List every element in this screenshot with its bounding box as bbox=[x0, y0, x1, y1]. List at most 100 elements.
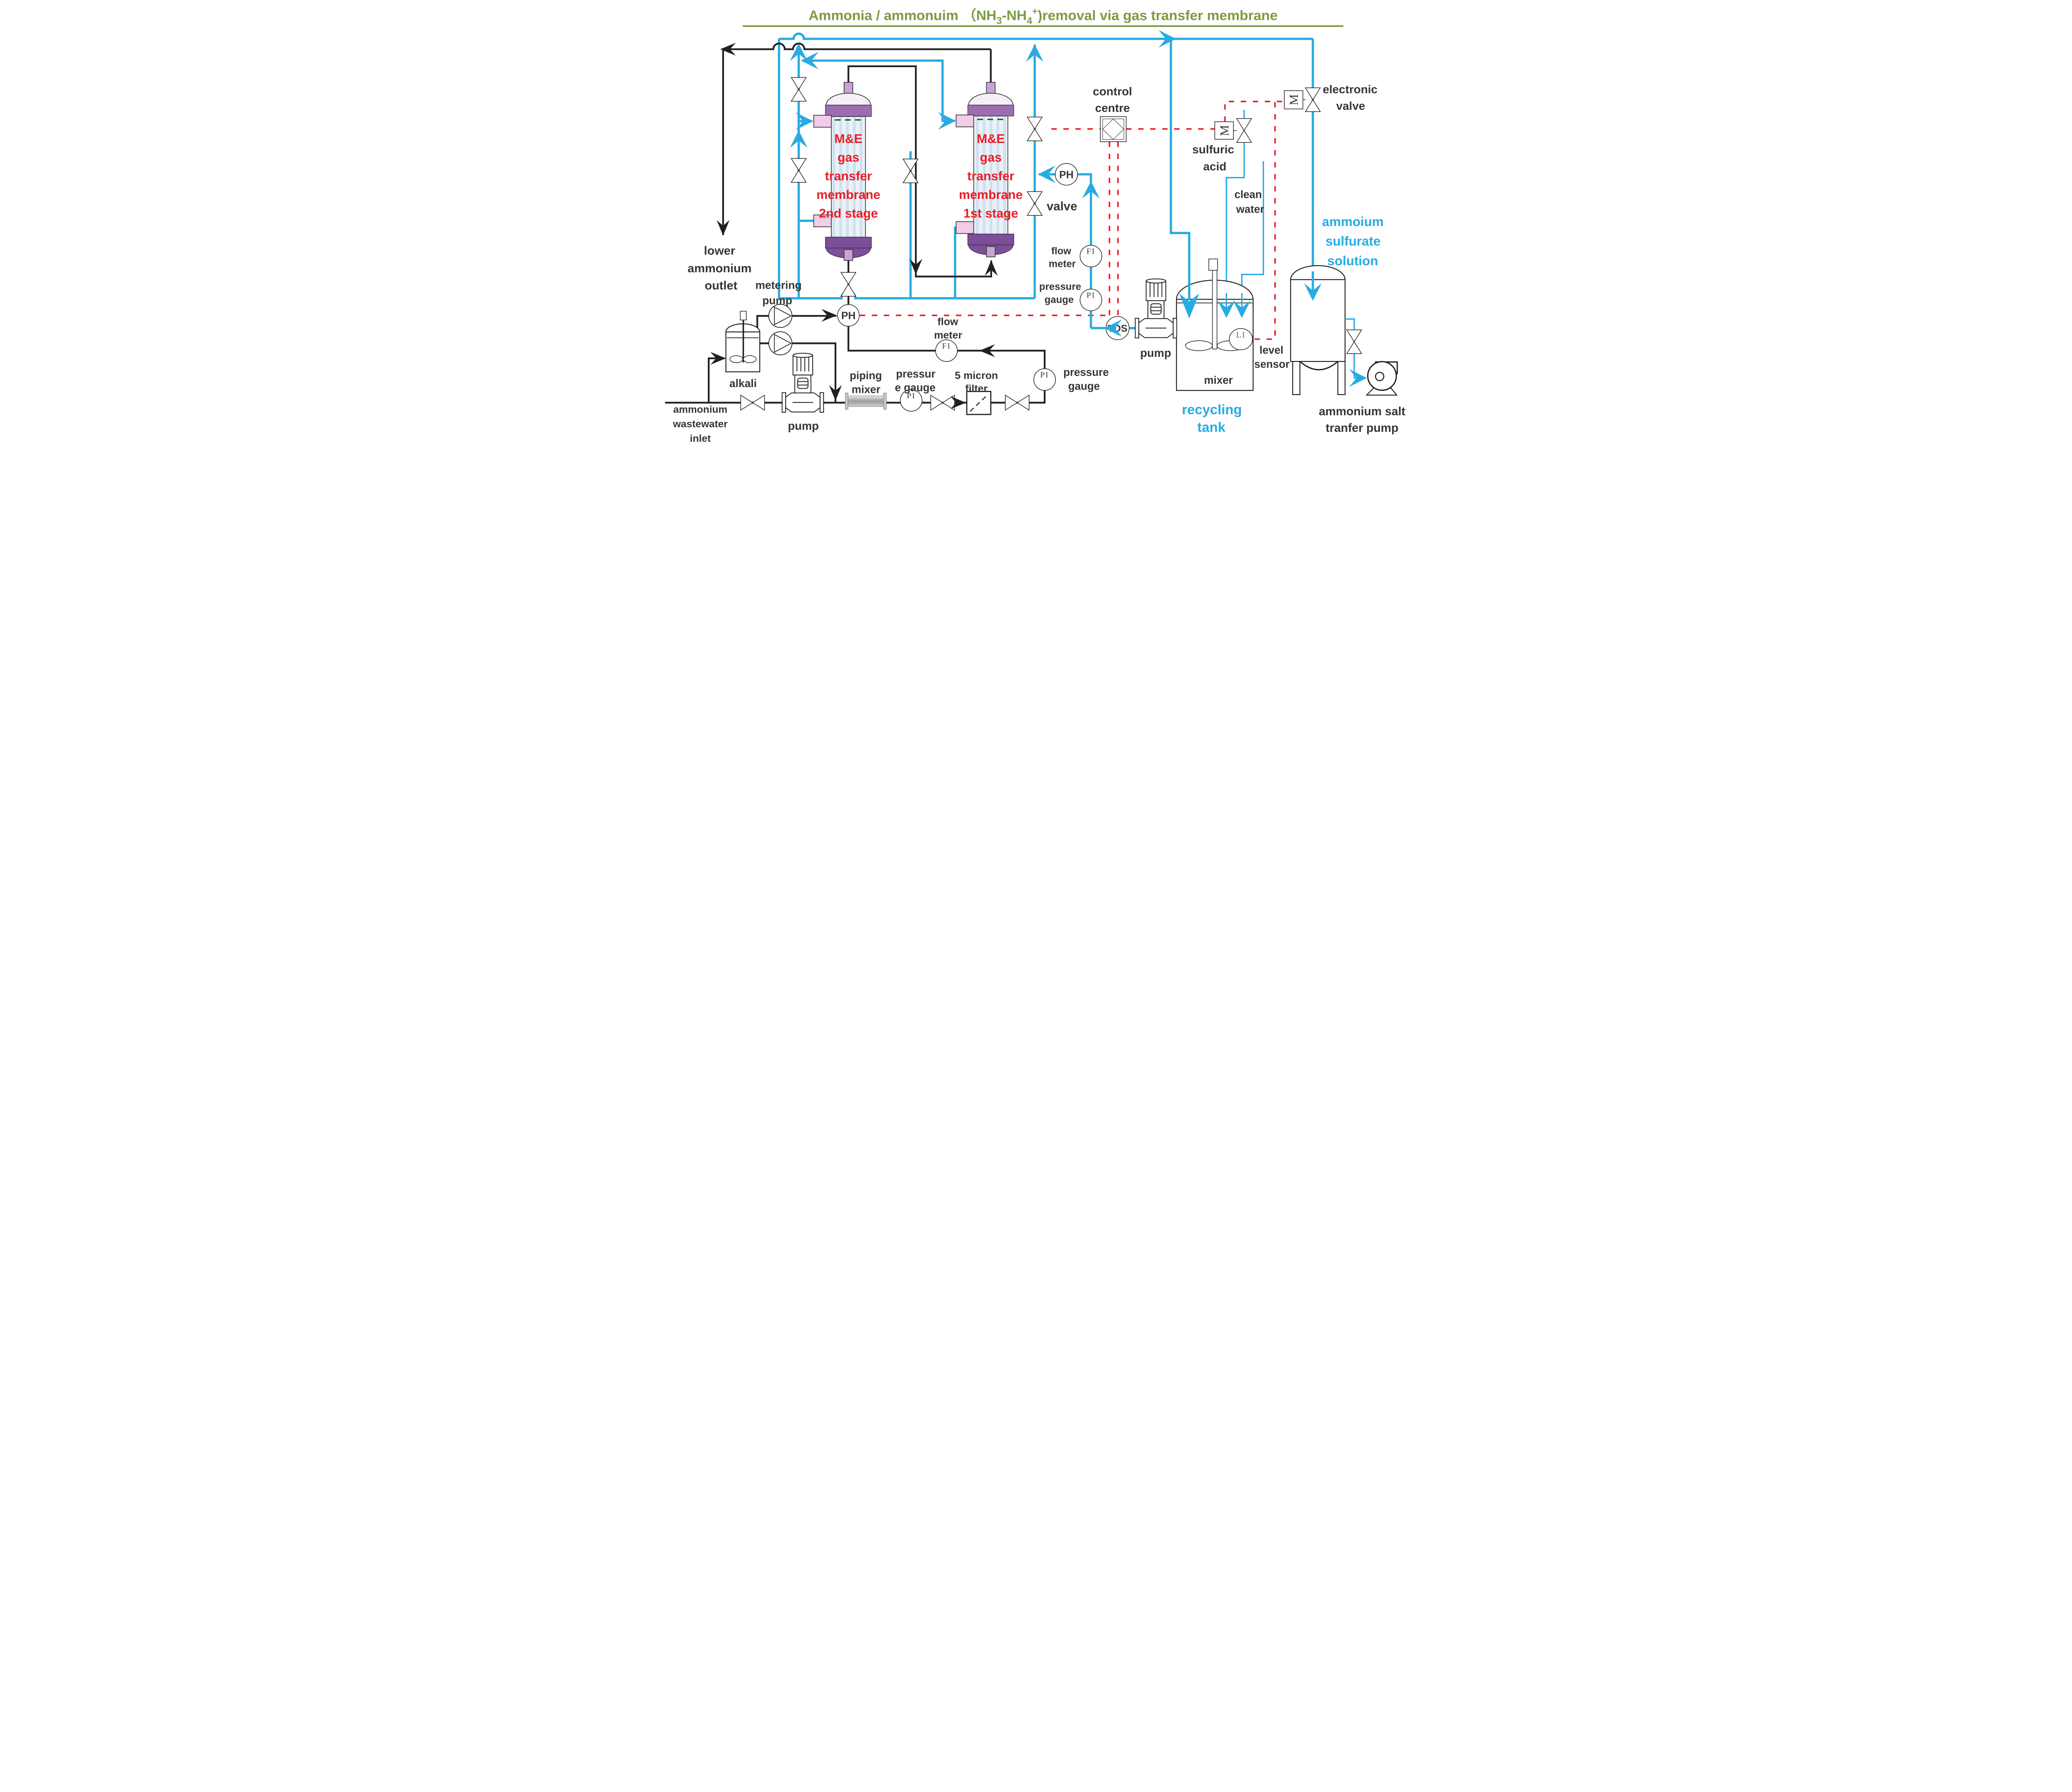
page-title: Ammonia / ammonuim （NH3-NH4+)removal via… bbox=[808, 6, 1278, 27]
stage2-caption-line3: transfer bbox=[825, 169, 872, 183]
filter-inlet-valve bbox=[930, 395, 955, 411]
electronic-m-box bbox=[1284, 90, 1303, 109]
filter-outlet-valve bbox=[1005, 395, 1030, 411]
stage2-bottom-valve bbox=[840, 272, 857, 297]
black-pipes bbox=[665, 42, 1046, 404]
flow-meter-right-tag: FI bbox=[1087, 247, 1095, 256]
stage1-caption-line5: 1st stage bbox=[963, 206, 1018, 220]
alkali-paddle-right bbox=[743, 355, 757, 363]
pressure-gauge-bottom-tag: PI bbox=[907, 392, 915, 400]
piping-mixer-body bbox=[847, 395, 884, 407]
pipe-ammonium-outlet bbox=[722, 42, 992, 235]
label-control-centre-1: control bbox=[1093, 85, 1132, 98]
membrane-column-2nd-stage bbox=[813, 82, 872, 261]
stage1-caption-line2: gas bbox=[980, 150, 1002, 165]
column1-lower-nozzle bbox=[956, 221, 974, 234]
arrow-into-salt-pump-icon bbox=[1349, 369, 1367, 387]
piping-mixer-unit bbox=[845, 392, 887, 410]
label-clean-water-1: clean bbox=[1234, 188, 1262, 201]
stage1-riser-valve-upper bbox=[1027, 116, 1043, 141]
label-piping-mixer-2: mixer bbox=[852, 383, 880, 395]
mixer-flange-left bbox=[845, 392, 848, 410]
label-valve: valve bbox=[1047, 199, 1077, 213]
label-pressure-gauge-corner-2: gauge bbox=[1068, 380, 1100, 392]
metering-pump-1 bbox=[768, 304, 792, 328]
label-level-sensor-1: level bbox=[1259, 344, 1283, 356]
column1-body bbox=[973, 116, 1009, 235]
label-metering-pump-1: metering bbox=[755, 279, 802, 291]
label-sulfuric-acid-1: sulfuric bbox=[1192, 143, 1234, 156]
mixer-paddle-left bbox=[1185, 340, 1213, 351]
column1-top-nub bbox=[986, 82, 996, 94]
labels-layer: control centre electronic valve sulfuric… bbox=[673, 83, 1406, 444]
stage1-riser-valve-lower bbox=[1027, 191, 1043, 216]
ph-dosing-circle bbox=[837, 304, 860, 327]
label-electronic-valve-2: valve bbox=[1336, 99, 1365, 112]
label-pressure-gauge-bottom-1: pressur bbox=[896, 368, 935, 380]
pressure-gauge-right-tag: PI bbox=[1087, 291, 1095, 300]
label-flow-meter-bottom-2: meter bbox=[934, 329, 962, 341]
pipe-stage1-lower-feed bbox=[954, 226, 956, 298]
tds-pump bbox=[1135, 278, 1177, 339]
column2-top-flange bbox=[825, 104, 872, 117]
sulfate-tank-dome bbox=[1290, 265, 1346, 280]
label-lower-ammonium-3: outlet bbox=[705, 279, 738, 292]
recycle-inlet-arrow-icon bbox=[1179, 293, 1199, 319]
electronic-m-tag: M bbox=[1287, 94, 1301, 105]
ph-valve-tag: PH bbox=[1059, 169, 1074, 181]
label-micron-filter-2: filter bbox=[965, 383, 988, 395]
label-electronic-valve-1: electronic bbox=[1323, 83, 1377, 96]
sulfate-tank-dish-bottom bbox=[1299, 361, 1339, 371]
level-indicator-tag: LI bbox=[1236, 331, 1246, 340]
control-centre-box bbox=[1100, 116, 1127, 142]
column1-upper-nozzle bbox=[956, 114, 974, 128]
label-level-sensor-2: sensor bbox=[1254, 358, 1290, 371]
micron-filter-unit bbox=[966, 391, 992, 415]
column2-upper-nozzle bbox=[813, 115, 832, 128]
title-block: Ammonia / ammonuim （NH3-NH4+)removal via… bbox=[743, 6, 1343, 27]
column2-bottom-nub bbox=[843, 249, 853, 261]
alkali-paddle-left bbox=[729, 355, 743, 363]
electronic-motor-valve: M bbox=[1284, 87, 1321, 112]
label-mixer: mixer bbox=[1204, 374, 1233, 386]
pipe-recycle-branch bbox=[1169, 39, 1191, 303]
feed-pump bbox=[782, 353, 824, 413]
flow-meter-bottom-tag: FI bbox=[942, 342, 951, 351]
label-inlet-3: inlet bbox=[690, 433, 711, 444]
inlet-valve bbox=[740, 395, 765, 411]
alkali-tank bbox=[725, 311, 760, 373]
label-salt-pump-1: ammonium salt bbox=[1319, 405, 1405, 418]
pipe-sulfuric-acid bbox=[1225, 109, 1245, 311]
salt-transfer bbox=[1345, 318, 1398, 396]
sulfuric-m-box bbox=[1214, 121, 1234, 140]
flow-meter-right-circle bbox=[1080, 245, 1102, 267]
signal-lines bbox=[859, 101, 1285, 340]
label-inlet-1: ammonium bbox=[673, 404, 728, 415]
pressure-gauge-bottom-circle bbox=[900, 389, 922, 412]
process-flow-diagram: LI PI PI FI bbox=[651, 0, 1421, 448]
column2-bottom-flange bbox=[825, 237, 872, 249]
label-pressure-gauge-bottom-2: e gauge bbox=[895, 381, 935, 394]
label-recycling-tank-2: tank bbox=[1197, 419, 1225, 435]
column2-top-dome bbox=[825, 93, 871, 106]
stage2-caption-line4: membrane bbox=[816, 188, 880, 202]
mixer-flange-right bbox=[883, 392, 887, 410]
sulfuric-m-tag: M bbox=[1218, 125, 1231, 136]
label-sulfurate-2: sulfurate bbox=[1326, 234, 1381, 249]
ph-dosing-tag: PH bbox=[841, 310, 856, 322]
stage1-caption-line3: transfer bbox=[967, 169, 1014, 183]
stage1-caption-line1: M&E bbox=[977, 132, 1005, 146]
flow-meter-bottom-circle bbox=[935, 339, 958, 362]
metering-pump-2 bbox=[768, 331, 792, 356]
column2-body bbox=[831, 116, 866, 238]
label-flow-meter-right-2: meter bbox=[1049, 259, 1076, 270]
centrifugal-pump-eye bbox=[1375, 372, 1385, 381]
arrow-into-stage1-icon bbox=[938, 112, 956, 130]
pipe-stage2-to-stage1 bbox=[847, 65, 992, 278]
column2-lower-nozzle bbox=[813, 214, 832, 228]
left-riser-valve-top bbox=[791, 77, 807, 102]
stage2-caption-line1: M&E bbox=[834, 132, 862, 146]
stage1-caption: M&E gas transfer membrane 1st stage bbox=[959, 132, 1023, 220]
label-micron-filter-1: 5 micron bbox=[955, 370, 998, 382]
column1-top-flange bbox=[967, 104, 1014, 116]
